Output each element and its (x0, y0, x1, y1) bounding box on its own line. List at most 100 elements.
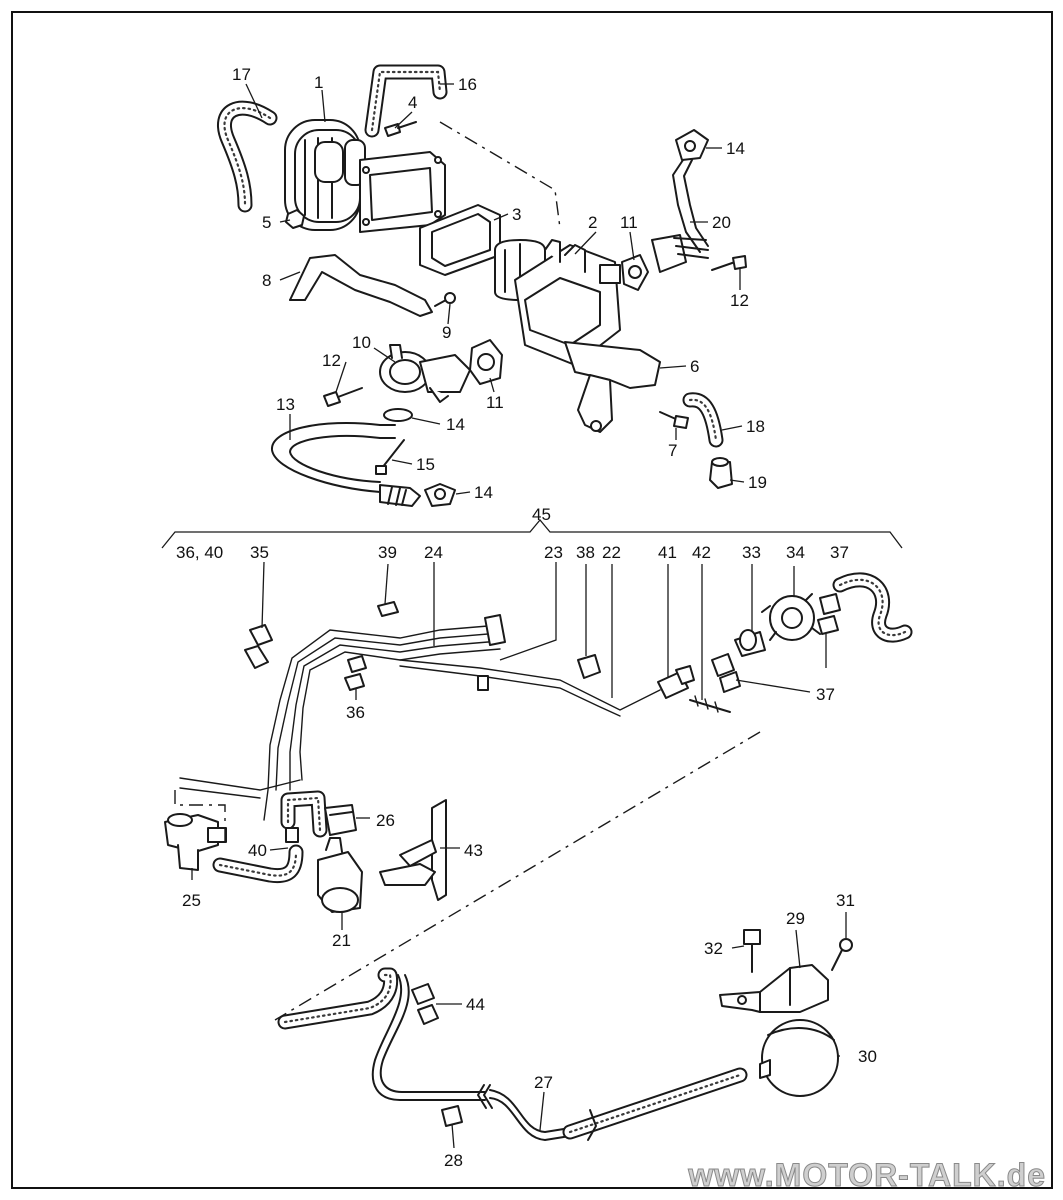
bolt-12-left (323, 387, 363, 407)
brace-45 (161, 518, 903, 549)
gasket-11-upper (621, 254, 649, 291)
upper-assembly (217, 64, 747, 507)
clip-37-upper (817, 593, 841, 635)
callout-2: 2 (588, 213, 597, 232)
bolt-9 (434, 292, 456, 307)
callout-26: 26 (376, 811, 395, 830)
clip-35 (244, 624, 273, 669)
callout-19: 19 (748, 473, 767, 492)
callout-10: 10 (352, 333, 371, 352)
bolt-32 (743, 929, 761, 973)
callout-22: 22 (602, 543, 621, 562)
gasket-11-lower (469, 339, 503, 385)
vacuum-reservoir-30 (759, 1019, 839, 1097)
callout-25: 25 (182, 891, 201, 910)
callout-30: 30 (858, 1047, 877, 1066)
hose-17 (217, 100, 278, 213)
leader-lines (191, 83, 847, 1149)
hose-40 (212, 790, 328, 884)
callout-3: 3 (512, 205, 521, 224)
pipe-20 (651, 159, 709, 273)
callout-8: 8 (262, 271, 271, 290)
callout-28: 28 (444, 1151, 463, 1170)
callout-labels: 17 1 16 4 14 5 3 2 11 20 8 12 9 10 12 6 … (176, 65, 877, 1170)
hose-37 (832, 572, 913, 643)
flange-14-lower (424, 483, 456, 507)
tee-41 (657, 665, 695, 699)
vacuum-part-34 (761, 593, 821, 641)
egr-valve-2 (494, 239, 621, 366)
pipe-13 (270, 422, 421, 507)
valve-10 (379, 344, 471, 403)
bracket-43 (379, 799, 447, 901)
callout-41: 41 (658, 543, 677, 562)
callout-23: 23 (544, 543, 563, 562)
callout-24: 24 (424, 543, 443, 562)
bracket-6 (564, 341, 661, 433)
diagram-frame (11, 11, 1053, 1189)
callout-18: 18 (746, 417, 765, 436)
clip-39 (377, 601, 399, 617)
callout-11-upper: 11 (620, 213, 638, 232)
callout-20: 20 (712, 213, 731, 232)
cap-26 (324, 804, 357, 836)
callout-7: 7 (668, 441, 677, 460)
callout-36: 36 (346, 703, 365, 722)
callout-37-bottom: 37 (816, 685, 835, 704)
callout-15: 15 (416, 455, 435, 474)
callout-45: 45 (532, 505, 551, 524)
egr-cooler-1 (284, 119, 446, 233)
callout-31: 31 (836, 891, 855, 910)
vacuum-line-27 (277, 967, 748, 1141)
callout-14-mid: 14 (446, 415, 465, 434)
watermark: www.MOTOR-TALK.de (687, 1157, 1046, 1193)
callout-21: 21 (332, 931, 351, 950)
bolt-12-right (711, 255, 747, 271)
clip-38 (577, 654, 601, 679)
flange-14-top (675, 129, 709, 161)
gasket-14-mid (383, 408, 413, 422)
callout-29: 29 (786, 909, 805, 928)
callout-43: 43 (464, 841, 483, 860)
callout-35: 35 (250, 543, 269, 562)
bolt-4 (384, 121, 417, 137)
callout-16: 16 (458, 75, 477, 94)
callout-36-40: 36, 40 (176, 543, 223, 562)
bracket-29 (719, 964, 829, 1013)
callout-44: 44 (466, 995, 485, 1014)
gasket-3 (419, 204, 501, 276)
callout-1: 1 (314, 73, 323, 92)
callout-5: 5 (262, 213, 271, 232)
callout-4: 4 (408, 93, 417, 112)
callout-42: 42 (692, 543, 711, 562)
callout-40: 40 (248, 841, 267, 860)
screw-31 (831, 938, 853, 971)
vacuum-pipe-bundle (179, 614, 661, 821)
lower-assembly (164, 572, 913, 1141)
dash-line-25-bracket (174, 790, 226, 845)
callout-14-top: 14 (726, 139, 745, 158)
clip-44 (411, 983, 439, 1025)
bolt-15 (375, 439, 405, 475)
callout-38: 38 (576, 543, 595, 562)
callout-27: 27 (534, 1073, 553, 1092)
bolt-7 (659, 411, 689, 429)
connector-42 (689, 695, 731, 713)
callout-11-lower: 11 (486, 393, 504, 412)
callout-12-left: 12 (322, 351, 341, 370)
clip-37-lower (711, 653, 741, 693)
clip-28 (441, 1105, 463, 1127)
solenoid-valve-25 (164, 813, 227, 871)
dash-line-42-to-27 (274, 731, 761, 1021)
connector-19 (709, 457, 733, 489)
callout-12-right: 12 (730, 291, 749, 310)
callout-17: 17 (232, 65, 251, 84)
callout-39: 39 (378, 543, 397, 562)
callout-13: 13 (276, 395, 295, 414)
callout-6: 6 (690, 357, 699, 376)
callout-9: 9 (442, 323, 451, 342)
hose-18 (682, 392, 724, 448)
pressure-converter-21 (317, 837, 363, 913)
clip-36 (344, 655, 367, 691)
